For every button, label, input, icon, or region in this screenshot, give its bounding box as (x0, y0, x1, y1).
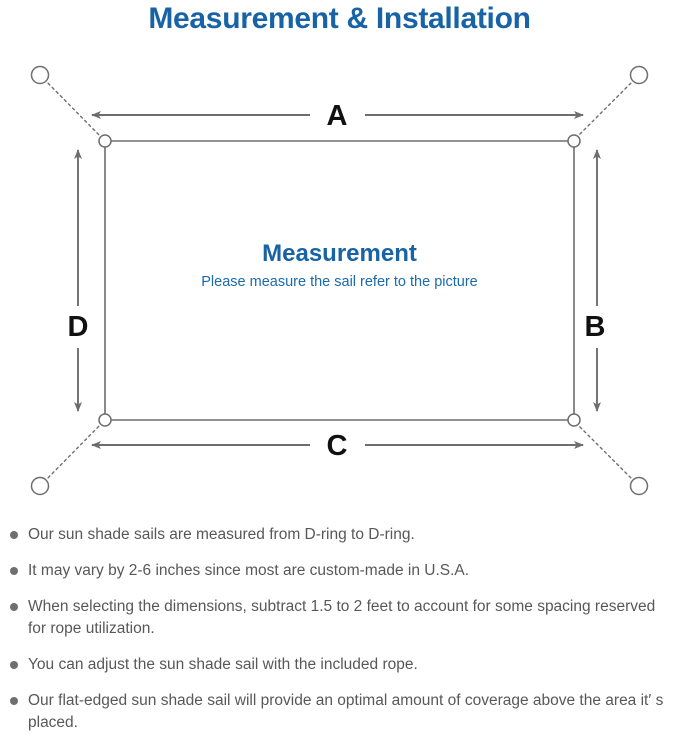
anchor-points (30, 65, 649, 496)
list-item: You can adjust the sun shade sail with t… (0, 654, 679, 676)
anchor-bottom-right (629, 476, 649, 496)
page-title: Measurement & Installation (148, 2, 531, 35)
anchor-top-right (629, 65, 649, 85)
note-text: You can adjust the sun shade sail with t… (28, 656, 418, 673)
bullet-icon (10, 567, 18, 575)
bullet-icon (10, 603, 18, 611)
note-text: Our sun shade sails are measured from D-… (28, 526, 415, 543)
list-item: Our sun shade sails are measured from D-… (0, 524, 679, 546)
dimension-label-a: A (311, 100, 363, 133)
rope-bottom-right (573, 420, 640, 487)
list-item: Our flat-edged sun shade sail will provi… (0, 690, 679, 734)
note-text: Our flat-edged sun shade sail will provi… (28, 692, 664, 731)
dimension-label-b: B (577, 309, 613, 346)
notes-list: Our sun shade sails are measured from D-… (0, 524, 679, 748)
dimension-arrows (74, 111, 601, 449)
bullet-icon (10, 531, 18, 539)
d-ring-bottom-left (98, 413, 112, 427)
d-ring-top-right (567, 134, 581, 148)
rope-top-left (39, 74, 105, 141)
bullet-icon (10, 661, 18, 669)
dimension-label-c: C (311, 430, 363, 463)
d-ring-bottom-right (567, 413, 581, 427)
d-ring-top-left (98, 134, 112, 148)
rope-lines (39, 74, 640, 487)
list-item: It may vary by 2-6 inches since most are… (0, 560, 679, 582)
bullet-icon (10, 697, 18, 705)
diagram-svg (30, 65, 649, 496)
anchor-top-left (30, 65, 50, 85)
dimension-label-d: D (60, 309, 96, 346)
sail-outline (104, 140, 575, 421)
d-rings (98, 134, 581, 427)
note-text: When selecting the dimensions, subtract … (28, 598, 656, 637)
sun-shade-sail-measurement-diagram: A C D B Measurement Please measure the s… (0, 48, 679, 510)
note-text: It may vary by 2-6 inches since most are… (28, 562, 470, 579)
list-item: When selecting the dimensions, subtract … (0, 596, 679, 640)
rope-bottom-left (39, 420, 105, 487)
anchor-bottom-left (30, 476, 50, 496)
rope-top-right (573, 74, 640, 141)
